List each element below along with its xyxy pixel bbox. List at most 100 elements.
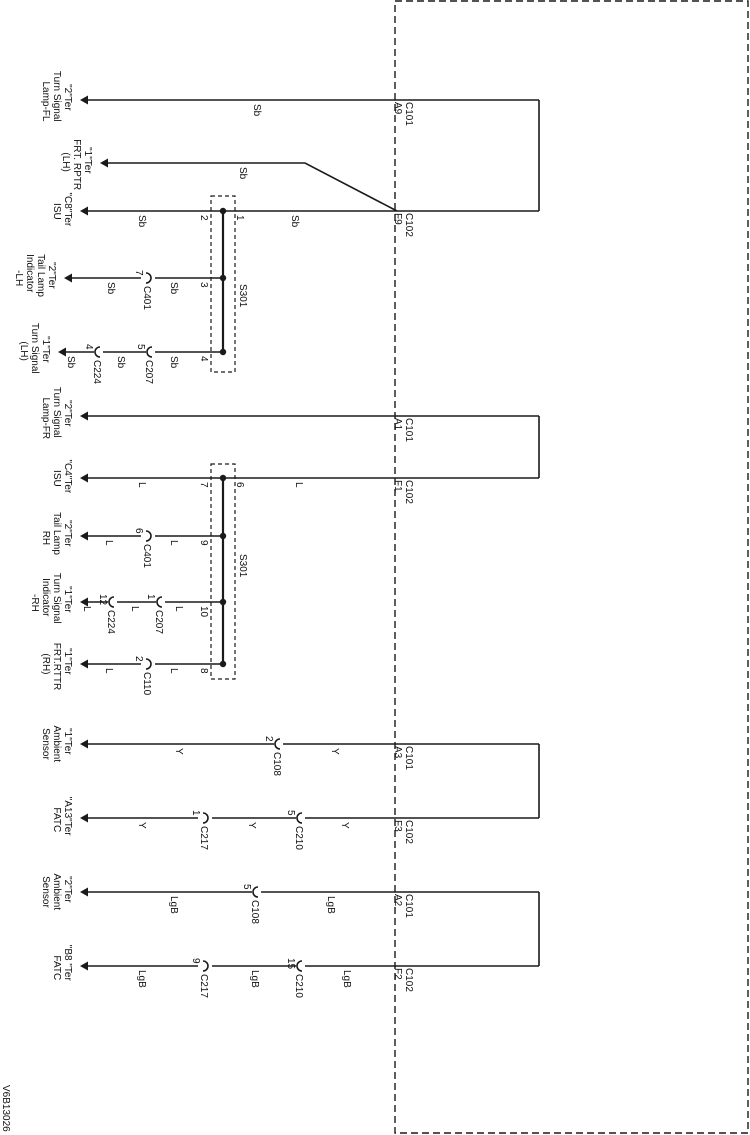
connector-symbol-icon xyxy=(94,346,101,358)
terminal-label-line: Ambient xyxy=(51,873,62,910)
connector-name-label: C108 xyxy=(271,752,282,776)
terminal-label-line: "1"Ter xyxy=(82,147,93,174)
boundary-connector-name: C102 xyxy=(403,820,414,844)
connector-name-label: C110 xyxy=(141,672,152,696)
connector-pin-label: 5 xyxy=(135,344,146,350)
boundary-connector-name: C101 xyxy=(403,418,414,442)
connector-pin-label: 2 xyxy=(263,736,274,742)
wire-color-label: Sb xyxy=(115,356,126,369)
terminal-label-line: "2"Ter xyxy=(62,400,73,427)
wire-color-label: Y xyxy=(136,822,147,829)
wire-color-label: Sb xyxy=(237,167,248,180)
terminal-label-line: "A13"Ter xyxy=(62,797,73,836)
wire-color-label: Y xyxy=(246,822,257,829)
arrowhead-left-icon xyxy=(100,158,108,168)
boundary-pin-label: F3 xyxy=(392,820,403,832)
boundary-connector-name: C101 xyxy=(403,746,414,770)
connector-pin-label: 1 xyxy=(190,810,201,816)
wire-color-label: LgB xyxy=(341,970,352,988)
wire-color-label: Sb xyxy=(251,104,262,117)
arrowhead-left-icon xyxy=(80,95,88,105)
wire-color-label: LgB xyxy=(168,896,179,914)
connector-name-label: C207 xyxy=(153,610,164,634)
connector-symbol-icon xyxy=(145,272,152,284)
boundary-connector-label-layer: C101A9C102F9C101A1C102F1C101A3C102F3C101… xyxy=(392,102,414,992)
wire-color-label: L xyxy=(129,606,140,612)
terminal-label-line: -RH xyxy=(29,594,40,612)
wire-color-label: L xyxy=(168,540,179,546)
connector-pin-label: 12 xyxy=(97,594,108,606)
terminal-label-line: "2"Ter xyxy=(62,876,73,903)
connector-pin-label: 7 xyxy=(133,270,144,276)
figure-id-label: V6B13026 xyxy=(0,1085,11,1132)
connector-symbol-icon xyxy=(296,812,303,824)
terminal-label-line: ISU xyxy=(51,203,62,220)
terminal-label-line: "1"Ter xyxy=(40,336,51,363)
splice-junction-dot xyxy=(219,660,227,668)
terminal-label-line: "2"Ter xyxy=(46,262,57,289)
splice-junction-dot xyxy=(219,348,227,356)
terminal-label-line: FATC xyxy=(51,955,62,980)
inline-connector-layer: 7C4015C2074C2246C4011C20712C2242C1102C10… xyxy=(83,270,304,998)
terminal-label-line: "1"Ter xyxy=(62,728,73,755)
splice-junction-dot xyxy=(219,274,227,282)
arrowhead-left-icon xyxy=(80,597,88,607)
terminal-label-line: Turn Signal xyxy=(51,71,62,122)
wire-color-label: Sb xyxy=(168,282,179,295)
terminal-label-line: Tail Lamp xyxy=(51,512,62,555)
terminal-label-line: "C8"Ter xyxy=(62,192,73,226)
connector-symbol-icon xyxy=(202,812,209,824)
wire-color-label: L xyxy=(136,482,147,488)
connector-name-label: C210 xyxy=(293,826,304,850)
splice-junction-dot xyxy=(219,532,227,540)
terminal-label-line: Sensor xyxy=(40,728,51,760)
terminal-label-line: Turn Signal xyxy=(51,573,62,624)
terminal-label-line: (RH) xyxy=(40,653,51,674)
boundary-pin-label: F1 xyxy=(392,480,403,492)
arrowhead-left-icon xyxy=(80,659,88,669)
terminal-label-line: Lamp-FL xyxy=(40,81,51,121)
connector-pin-label: 6 xyxy=(133,528,144,534)
outer-module-boundary-box xyxy=(394,0,749,1134)
boundary-pin-label: A2 xyxy=(392,894,403,907)
wire-color-label: Sb xyxy=(136,215,147,228)
terminal-label-line: Indicator xyxy=(40,578,51,617)
splice-pin-label: 2 xyxy=(198,215,209,221)
arrowhead-left-icon xyxy=(80,206,88,216)
arrowhead-left-icon xyxy=(80,739,88,749)
splice-pin-label: 1 xyxy=(234,215,245,221)
terminal-label-line: Indicator xyxy=(24,254,35,293)
terminal-label-line: Tail Lamp xyxy=(35,254,46,297)
arrowhead-left-icon xyxy=(80,531,88,541)
connector-symbol-icon xyxy=(202,960,209,972)
connector-name-label: C401 xyxy=(141,286,152,310)
arrowhead-left-icon xyxy=(80,961,88,971)
connector-pin-label: 5 xyxy=(285,810,296,816)
splice-junction-dot xyxy=(219,474,227,482)
terminal-label-line: "2"Ter xyxy=(62,84,73,111)
boundary-pin-label: F9 xyxy=(392,213,403,225)
arrowhead-left-icon xyxy=(80,887,88,897)
connector-pin-label: 9 xyxy=(190,958,201,964)
terminal-label-line: "2"Ter xyxy=(62,520,73,547)
connector-symbol-icon xyxy=(146,346,153,358)
arrowhead-left-icon xyxy=(80,813,88,823)
